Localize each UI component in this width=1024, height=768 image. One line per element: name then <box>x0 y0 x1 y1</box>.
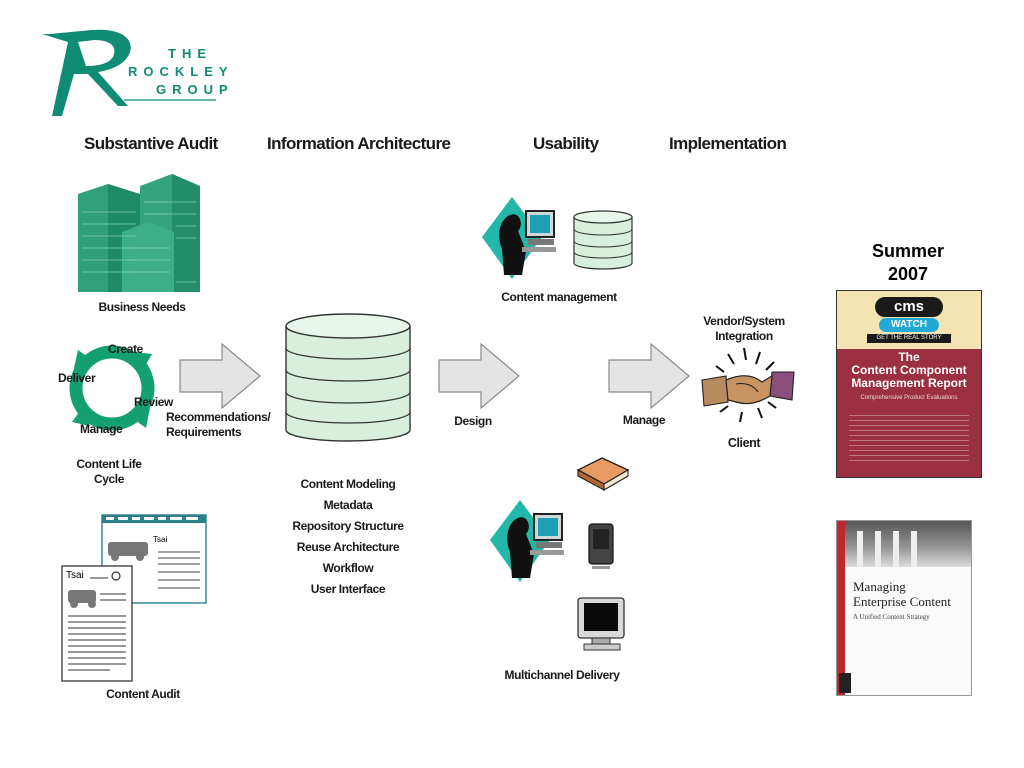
ia-item-content-modeling: Content Modeling <box>300 477 396 491</box>
report-title-line3: Management Report <box>851 376 967 390</box>
ia-item-workflow: Workflow <box>322 561 374 575</box>
summer-line1: Summer <box>871 241 945 261</box>
vendor-integration-label: Vendor/System Integration <box>694 314 794 344</box>
recommendations-line2: Requirements <box>166 425 242 439</box>
recommendations-line1: Recommendations/ <box>166 410 271 424</box>
book-print-icon <box>576 457 630 491</box>
header-implementation: Implementation <box>669 134 787 153</box>
vendor-line2: Integration <box>715 329 773 343</box>
rockley-logo: THE ROCKLEY GROUP <box>40 24 230 124</box>
ia-item-repository-structure: Repository Structure <box>292 519 404 533</box>
report-vendor-list <box>849 415 969 463</box>
content-audit-pages-icon <box>61 514 207 682</box>
book-title-line1: Managing <box>853 579 906 594</box>
managing-enterprise-content-book-cover: Managing Enterprise Content A Unified Co… <box>836 520 972 696</box>
lifecycle-create: Create <box>108 342 143 356</box>
lifecycle-review: Review <box>134 395 173 409</box>
book-title-line2: Enterprise Content <box>853 594 951 609</box>
publisher-logo <box>839 673 851 693</box>
cms-watch-report-cover: cms WATCH GET THE REAL STORY The Content… <box>836 290 982 478</box>
lifecycle-title-line2: Cycle <box>93 472 125 486</box>
logo-group: GROUP <box>156 82 234 97</box>
ia-item-user-interface: User Interface <box>310 582 386 596</box>
handheld-device-icon <box>588 523 614 569</box>
lifecycle-manage: Manage <box>80 422 123 436</box>
manage-label: Manage <box>622 413 666 427</box>
business-needs-label: Business Needs <box>98 300 186 314</box>
report-subtitle: Comprehensive Product Evaluations <box>860 395 958 401</box>
book-title: Managing Enterprise Content <box>853 579 951 609</box>
lifecycle-title: Content Life Cycle <box>64 457 154 487</box>
ia-deliverables-list: Content Modeling Metadata Repository Str… <box>270 474 426 600</box>
content-audit-label: Content Audit <box>106 687 180 701</box>
multichannel-delivery-label: Multichannel Delivery <box>504 668 620 682</box>
recommendations-label: Recommendations/ Requirements <box>166 410 276 440</box>
design-label: Design <box>454 414 492 428</box>
handshake-icon <box>701 347 795 423</box>
ia-item-reuse-architecture: Reuse Architecture <box>296 540 400 554</box>
report-title-line1: The <box>898 350 920 364</box>
report-title-line2: Content Component <box>851 363 967 377</box>
logo-the: THE <box>168 46 212 61</box>
header-substantive-audit: Substantive Audit <box>84 134 218 153</box>
audit-doc-page-name: Tsai <box>66 570 84 581</box>
book-spine-stripe <box>837 521 845 695</box>
arrow-recommendations <box>179 342 261 410</box>
logo-rockley: ROCKLEY <box>128 64 234 79</box>
arrow-design <box>438 342 520 410</box>
summer-line2: 2007 <box>887 264 929 284</box>
ia-item-metadata: Metadata <box>323 498 373 512</box>
content-management-icon <box>482 197 633 279</box>
content-management-label: Content management <box>501 290 617 304</box>
lifecycle-deliver: Deliver <box>58 371 96 385</box>
watch-logo-text: WATCH <box>879 318 939 332</box>
vendor-line1: Vendor/System <box>703 314 785 328</box>
header-usability: Usability <box>533 134 599 153</box>
summer-2007-label: Summer 2007 <box>848 240 968 286</box>
monitor-icon <box>577 597 625 651</box>
multichannel-person-icon <box>490 500 564 582</box>
arrow-manage <box>608 342 690 410</box>
rockley-r-mark <box>42 29 216 117</box>
header-information-architecture: Information Architecture <box>267 134 451 153</box>
report-tagline: GET THE REAL STORY <box>867 334 951 343</box>
lifecycle-cycle-icon <box>69 345 155 431</box>
client-label: Client <box>727 436 761 450</box>
audit-web-page-name: Tsai <box>153 535 168 544</box>
repository-database-icon <box>285 313 411 442</box>
book-building-photo <box>845 521 971 567</box>
book-subtitle: A Unified Content Strategy <box>853 613 930 621</box>
lifecycle-title-line1: Content Life <box>76 457 142 471</box>
buildings-icon <box>78 174 200 292</box>
cms-logo-text: cms <box>875 297 943 317</box>
report-title: The Content Component Management Report <box>837 351 981 390</box>
